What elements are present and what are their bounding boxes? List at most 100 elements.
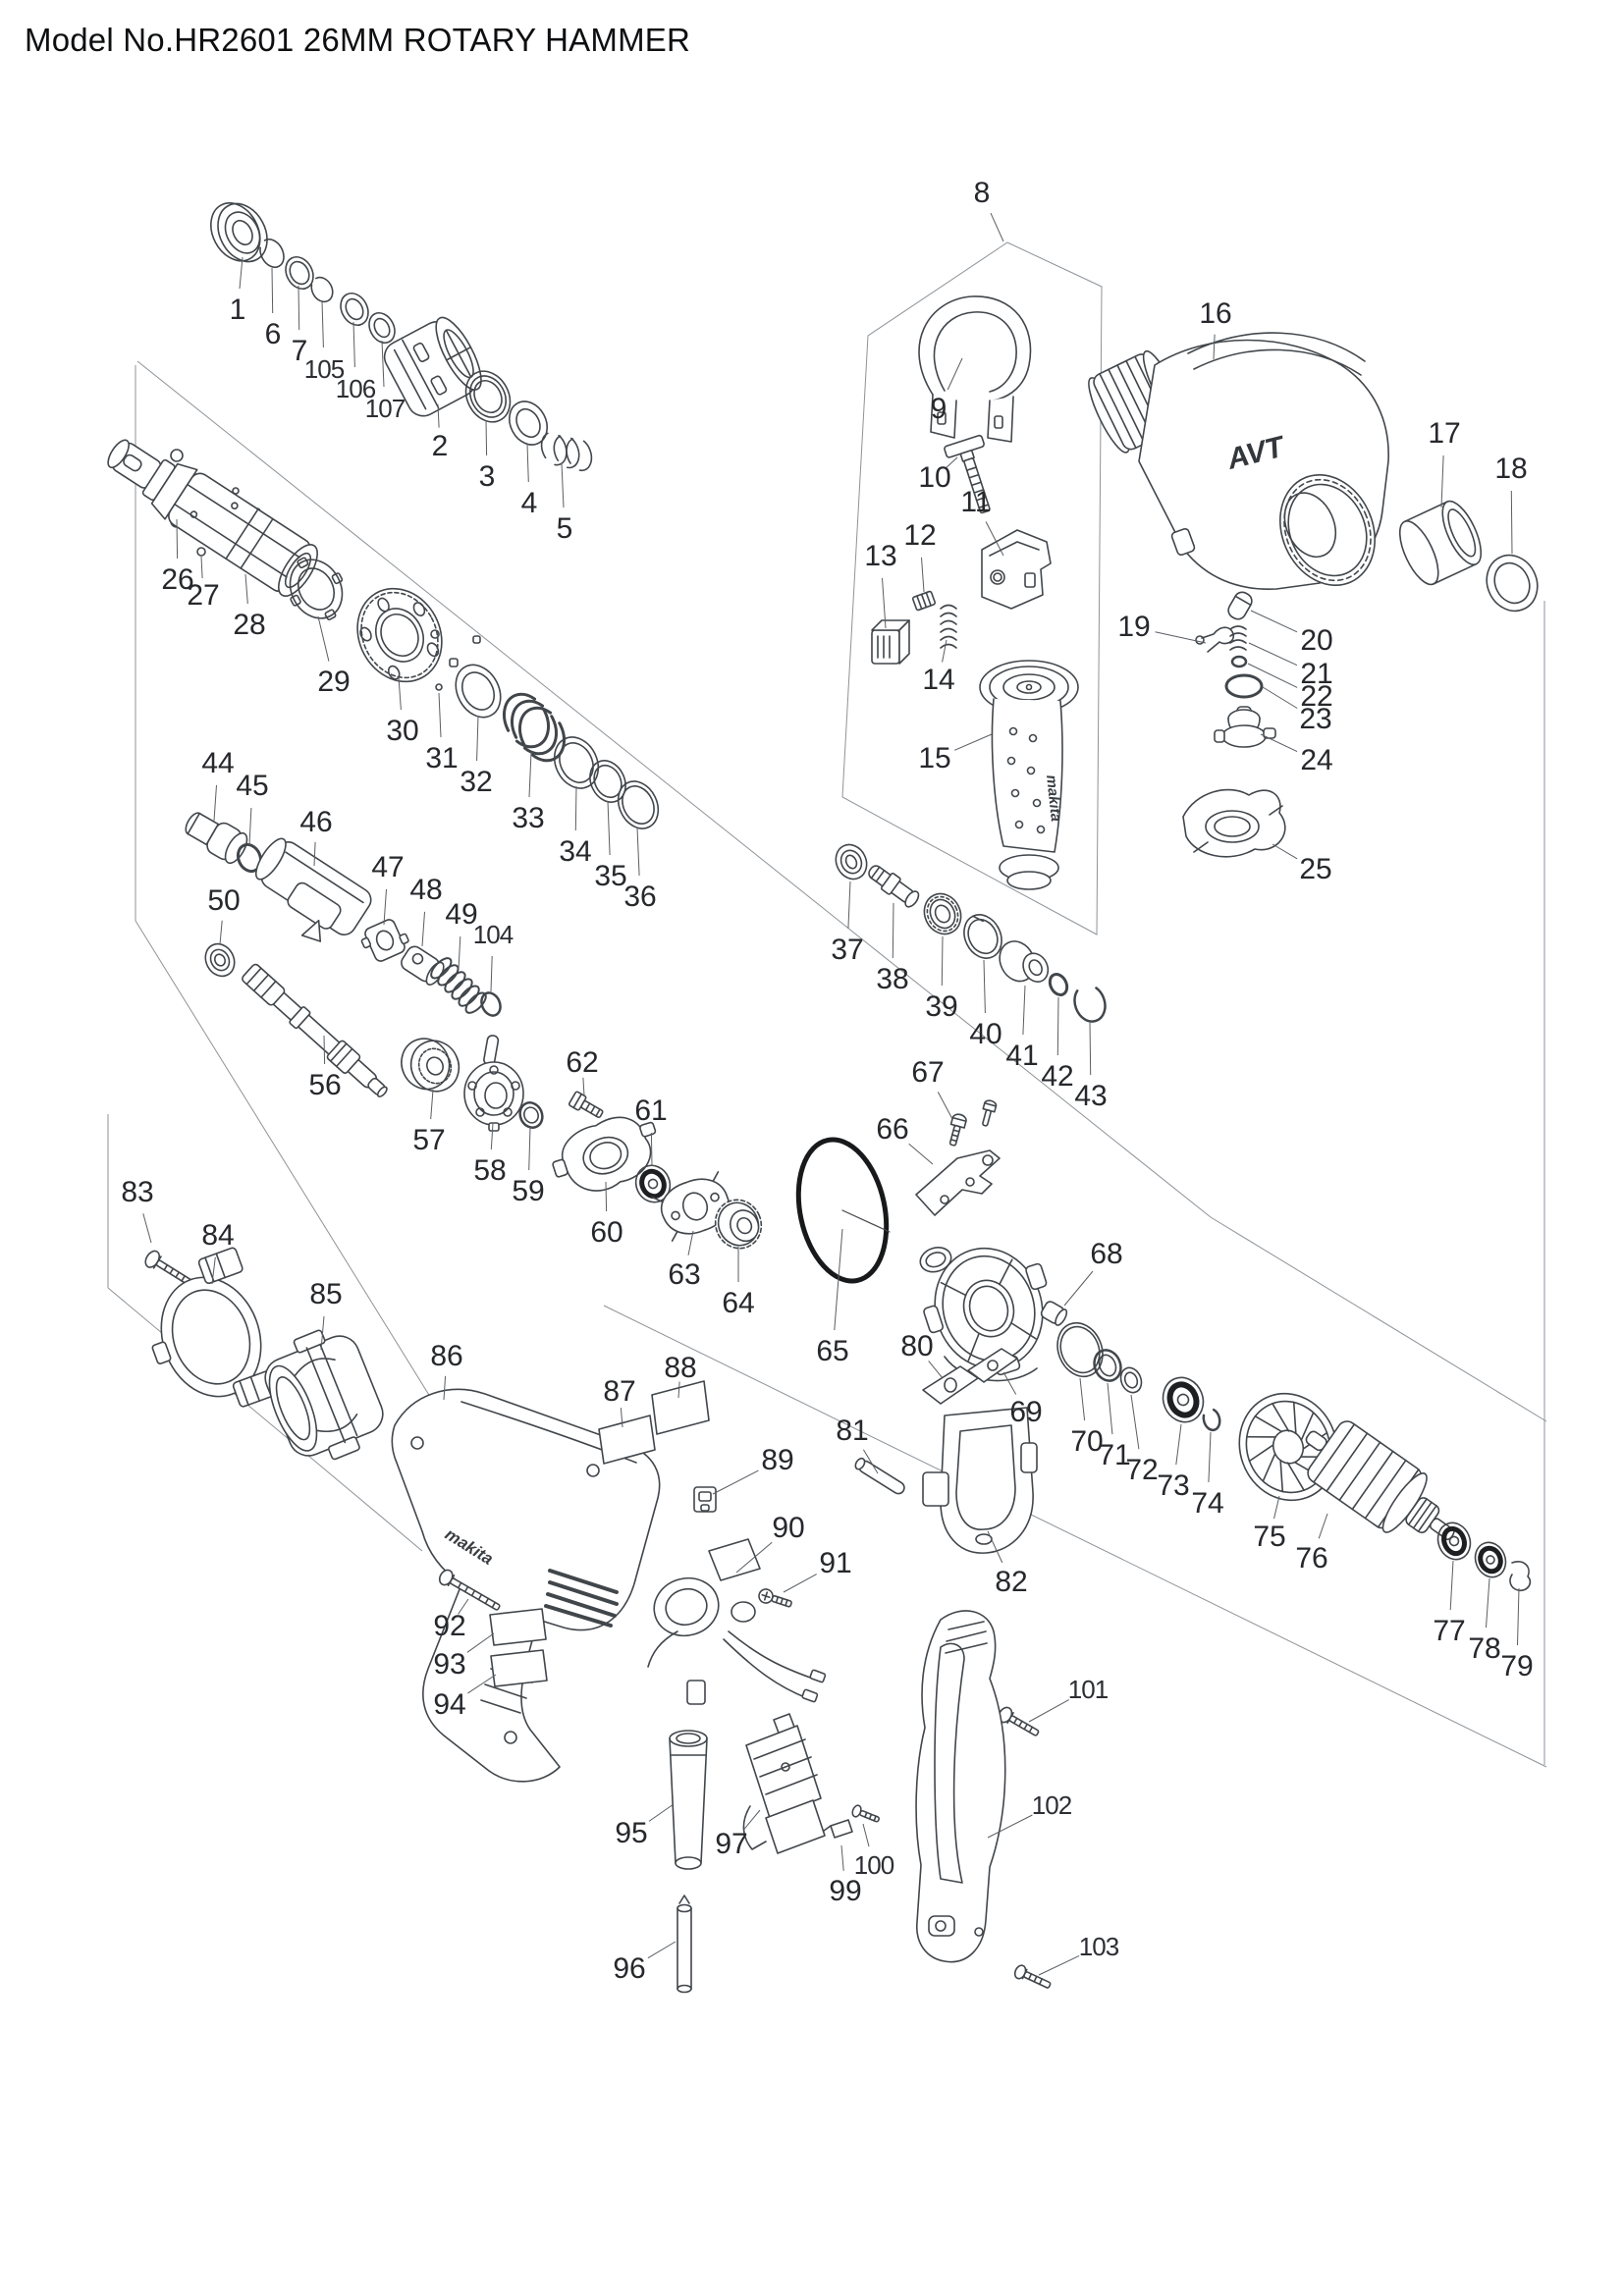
leader-line-59: [528, 1126, 531, 1171]
leader-line-74: [1208, 1431, 1212, 1483]
brush-holder-84: [151, 1247, 278, 1408]
part-label-64: 64: [722, 1287, 755, 1319]
leader-line-9: [947, 357, 963, 391]
part-label-79: 79: [1500, 1650, 1534, 1682]
tube-95: [669, 1730, 708, 1870]
part-label-76: 76: [1295, 1542, 1328, 1575]
bracket-82: [922, 1407, 1038, 1554]
controller-90: [647, 1538, 827, 1705]
leader-line-4: [526, 443, 529, 483]
leader-line-83: [142, 1213, 152, 1244]
leader-line-97: [743, 1809, 761, 1830]
part-label-107: 107: [364, 394, 406, 423]
leader-line-67: [937, 1092, 953, 1120]
rod-96: [677, 1895, 692, 1994]
part-label-34: 34: [559, 835, 592, 868]
leader-line-72: [1130, 1394, 1140, 1450]
leader-line-41: [1022, 985, 1026, 1036]
leader-line-31: [438, 692, 442, 738]
leader-line-95: [648, 1803, 675, 1822]
leader-line-15: [954, 733, 993, 751]
part-label-43: 43: [1074, 1080, 1108, 1112]
leader-line-100: [862, 1823, 870, 1847]
gear-shaft-parts: [242, 963, 763, 1250]
leader-line-89: [712, 1469, 759, 1495]
part-label-30: 30: [386, 715, 419, 747]
part-label-23: 23: [1299, 703, 1332, 735]
leader-line-103: [1038, 1954, 1080, 1976]
leader-line-101: [1028, 1699, 1069, 1723]
leader-line-47: [383, 888, 387, 926]
leader-line-6: [271, 267, 274, 314]
part-label-75: 75: [1253, 1521, 1286, 1553]
part-label-18: 18: [1494, 453, 1528, 485]
leader-line-45: [248, 807, 252, 846]
leader-line-60: [605, 1181, 608, 1212]
leader-line-37: [847, 881, 851, 930]
leader-line-94: [467, 1674, 497, 1694]
label-sticker-93: [489, 1608, 547, 1646]
part-label-41: 41: [1005, 1040, 1039, 1072]
part-label-6: 6: [264, 318, 282, 350]
part-label-57: 57: [412, 1124, 446, 1156]
leader-line-33: [528, 751, 532, 798]
armature-parts: [1238, 1392, 1532, 1592]
part-label-33: 33: [512, 802, 545, 834]
part-label-74: 74: [1191, 1487, 1224, 1520]
part-label-26: 26: [161, 563, 194, 596]
leader-line-16: [1213, 334, 1216, 360]
part-label-70: 70: [1070, 1425, 1104, 1458]
leader-line-32: [476, 715, 479, 762]
leader-line-12: [921, 557, 925, 593]
leader-line-70: [1079, 1377, 1086, 1421]
leader-line-66: [908, 1143, 934, 1165]
part-label-80: 80: [900, 1330, 934, 1362]
part-label-25: 25: [1299, 853, 1332, 885]
part-label-82: 82: [995, 1566, 1028, 1598]
leader-line-104: [490, 955, 493, 992]
part-label-38: 38: [876, 963, 909, 995]
leader-line-14: [942, 639, 947, 663]
part-label-58: 58: [473, 1154, 507, 1187]
leader-line-43: [1089, 1022, 1092, 1076]
part-label-60: 60: [590, 1216, 623, 1249]
part-label-73: 73: [1157, 1469, 1190, 1502]
part-label-32: 32: [460, 766, 493, 798]
leader-line-99: [840, 1844, 844, 1871]
part-label-69: 69: [1009, 1396, 1043, 1428]
part-label-40: 40: [969, 1018, 1002, 1050]
leader-line-2: [437, 403, 440, 428]
part-label-81: 81: [836, 1415, 869, 1447]
leader-line-25: [1272, 843, 1298, 860]
plates-80: [922, 1348, 1018, 1405]
leader-line-17: [1440, 454, 1444, 508]
part-label-105: 105: [303, 354, 345, 384]
part-label-78: 78: [1468, 1632, 1501, 1665]
part-label-77: 77: [1433, 1615, 1466, 1647]
page-title: Model No.HR2601 26MM ROTARY HAMMER: [25, 22, 690, 58]
leader-line-77: [1449, 1560, 1454, 1611]
leader-line-85: [320, 1315, 325, 1351]
part-label-37: 37: [831, 934, 864, 966]
part-label-101: 101: [1067, 1675, 1109, 1704]
part-label-63: 63: [668, 1258, 701, 1291]
spindle-rear-parts: [835, 843, 1107, 1023]
part-label-24: 24: [1300, 744, 1333, 776]
side-handle-assembly: makita: [871, 295, 1079, 890]
leader-line-84: [211, 1256, 216, 1285]
leader-line-96: [647, 1941, 677, 1959]
part-label-7: 7: [291, 335, 308, 367]
leader-line-44: [213, 784, 217, 822]
clamp-99: [823, 1819, 853, 1839]
part-label-62: 62: [566, 1046, 599, 1079]
part-label-65: 65: [816, 1335, 849, 1367]
leader-line-3: [485, 419, 488, 456]
leader-line-78: [1486, 1577, 1490, 1629]
part-label-4: 4: [520, 487, 538, 519]
leader-line-58: [490, 1122, 494, 1150]
fan-75: [1238, 1392, 1338, 1502]
leader-line-5: [561, 462, 565, 508]
side-grip-15: makita: [979, 660, 1079, 890]
